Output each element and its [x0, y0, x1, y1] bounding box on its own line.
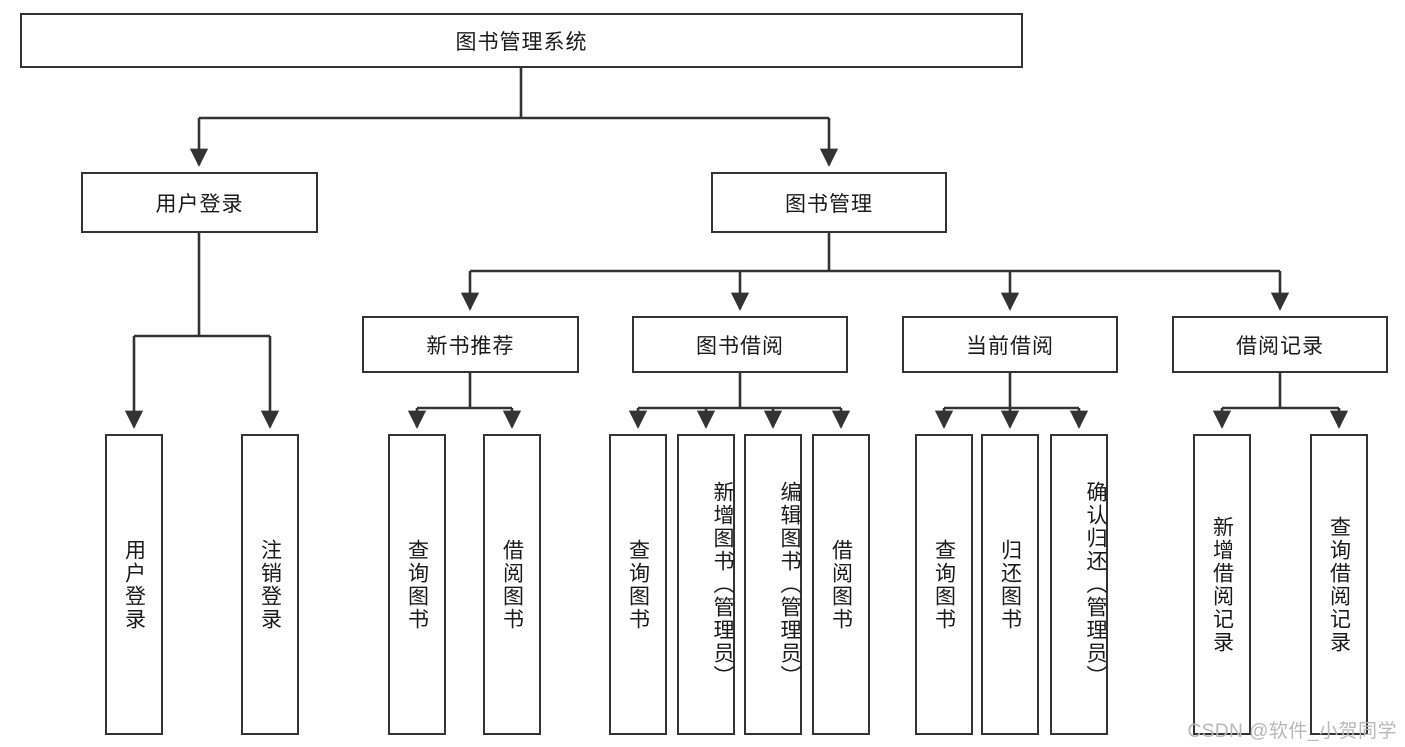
node-logout[interactable]: 注销登录 — [241, 434, 299, 735]
node-borrow-record[interactable]: 借阅记录 — [1172, 316, 1388, 373]
node-label: 查询图书 — [626, 538, 650, 631]
node-label: 编辑图书（管理员） — [778, 481, 801, 688]
node-query-book-rec[interactable]: 查询图书 — [388, 434, 446, 735]
node-book-management-label: 图书管理 — [785, 192, 873, 216]
node-book-management[interactable]: 图书管理 — [711, 172, 947, 233]
node-user-login-label: 用户登录 — [155, 192, 244, 216]
node-label: 用户登录 — [122, 538, 146, 631]
node-label: 查询图书 — [405, 538, 429, 631]
node-root[interactable]: 图书管理系统 — [20, 13, 1023, 68]
node-current-borrow-label: 当前借阅 — [966, 334, 1054, 358]
node-root-label: 图书管理系统 — [455, 30, 588, 54]
node-label: 确认归还（管理员） — [1084, 481, 1107, 688]
node-query-book-bor[interactable]: 查询图书 — [609, 434, 667, 735]
edge-paths — [124, 68, 1349, 429]
node-edit-book[interactable]: 编辑图书（管理员） — [744, 434, 802, 735]
node-borrow-record-label: 借阅记录 — [1236, 334, 1324, 358]
node-label: 借阅图书 — [829, 538, 853, 631]
node-new-book-recommend[interactable]: 新书推荐 — [362, 316, 579, 373]
node-user-login[interactable]: 用户登录 — [105, 434, 163, 735]
node-confirm-return[interactable]: 确认归还（管理员） — [1050, 434, 1108, 735]
node-book-borrow[interactable]: 图书借阅 — [632, 316, 848, 373]
node-label: 归还图书 — [998, 538, 1022, 631]
node-label: 借阅图书 — [500, 538, 524, 631]
node-current-borrow[interactable]: 当前借阅 — [902, 316, 1118, 373]
node-new-book-recommend-label: 新书推荐 — [426, 334, 515, 358]
node-return-book[interactable]: 归还图书 — [981, 434, 1039, 735]
node-label: 注销登录 — [258, 538, 282, 631]
node-query-book-cur[interactable]: 查询图书 — [915, 434, 973, 735]
node-label: 查询图书 — [932, 538, 956, 631]
node-book-borrow-label: 图书借阅 — [696, 334, 784, 358]
node-label: 新增图书（管理员） — [711, 481, 734, 688]
node-borrow-book-bor[interactable]: 借阅图书 — [812, 434, 870, 735]
node-user-login[interactable]: 用户登录 — [81, 172, 318, 233]
node-add-book[interactable]: 新增图书（管理员） — [677, 434, 735, 735]
node-label: 新增借阅记录 — [1210, 515, 1234, 654]
node-add-record[interactable]: 新增借阅记录 — [1193, 434, 1251, 735]
node-borrow-book-rec[interactable]: 借阅图书 — [483, 434, 541, 735]
node-label: 查询借阅记录 — [1327, 515, 1351, 654]
node-query-record[interactable]: 查询借阅记录 — [1310, 434, 1368, 735]
